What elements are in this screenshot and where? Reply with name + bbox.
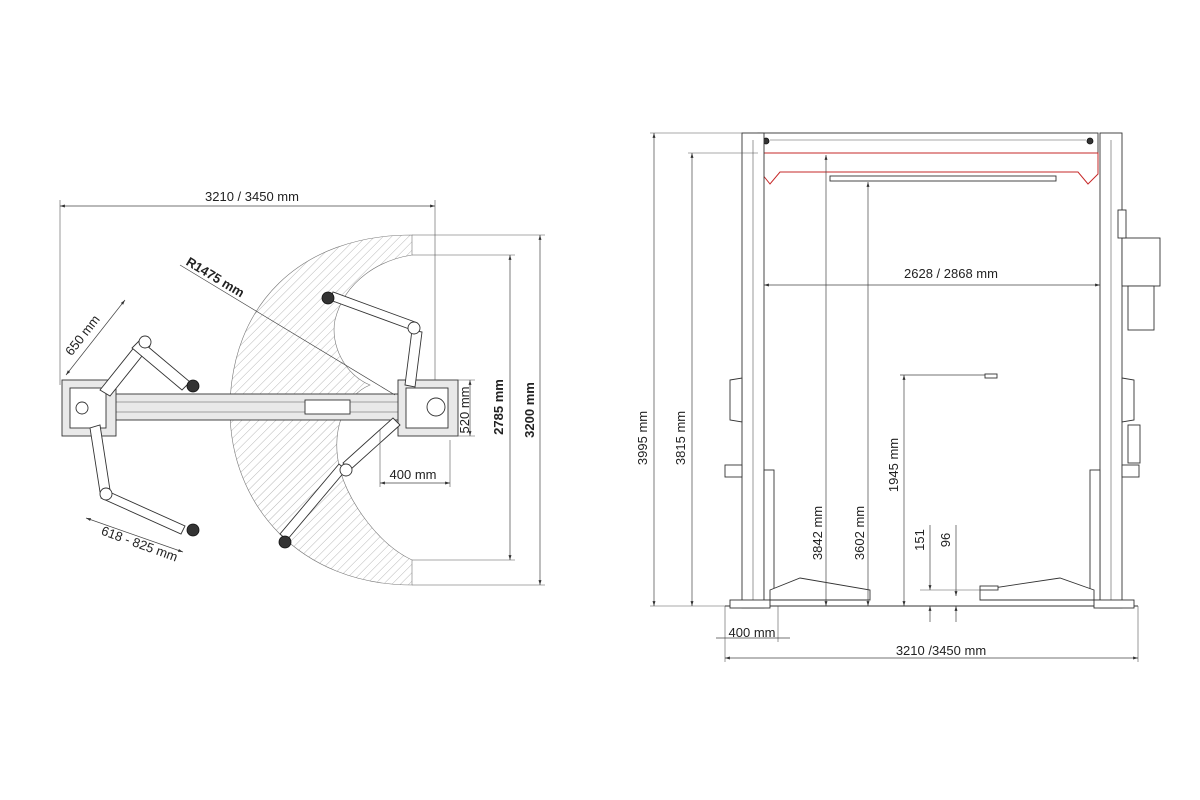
column-depth-label: 520 mm: [457, 387, 472, 434]
lift-height-a-label: 3842 mm: [810, 506, 825, 560]
lift-height-b-label: 3602 mm: [852, 506, 867, 560]
lift-pad: [186, 523, 200, 537]
top-view: 3210 / 3450 mm R1475 mm 650 mm 618 - 825…: [59, 189, 545, 586]
column-offset-label: 400 mm: [390, 467, 437, 482]
left-upper-arm: [99, 335, 200, 397]
arm-650-label: 650 mm: [62, 312, 103, 358]
beam-height-label: 3815 mm: [673, 411, 688, 465]
top-crossbeam: [757, 132, 1099, 154]
right-lower-arm: [278, 417, 401, 549]
right-upper-arm: [321, 291, 423, 388]
lift-stroke-label: 1945 mm: [886, 438, 901, 492]
lift-pad: [321, 291, 335, 305]
top-overall-width-label: 3210 / 3450 mm: [205, 189, 299, 204]
left-lower-arm: [89, 424, 200, 537]
base-offset-label: 400 mm: [729, 625, 776, 640]
power-unit: [1121, 237, 1161, 287]
total-height-label: 3995 mm: [635, 411, 650, 465]
front-overall-width-label: 3210 /3450 mm: [896, 643, 986, 658]
top-beam: [99, 393, 411, 421]
radius-label: R1475 mm: [184, 254, 247, 300]
vehicle-clearance-outline: [761, 152, 1099, 185]
min-pad-b-label: 96: [938, 533, 953, 547]
min-pad-a-label: 151: [912, 529, 927, 551]
outer-height-label: 3200 mm: [522, 382, 537, 438]
inner-width-label: 2628 / 2868 mm: [904, 266, 998, 281]
lift-pad: [278, 535, 292, 549]
arm-range-label: 618 - 825 mm: [99, 523, 179, 565]
inner-height-label: 2785 mm: [491, 379, 506, 435]
lift-pad: [186, 379, 200, 393]
front-view: 3995 mm 3815 mm 2628 / 2868 mm 3842 mm 3…: [635, 132, 1161, 662]
